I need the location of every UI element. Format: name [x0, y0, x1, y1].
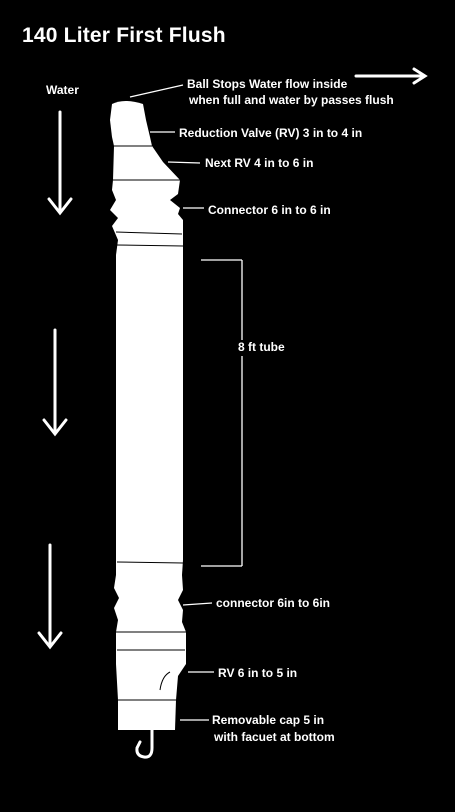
removable-cap-label: Removable cap 5 in — [212, 713, 325, 727]
reduction-valve-6-to-5 — [116, 632, 186, 700]
diagram-title: 140 Liter First Flush — [22, 24, 226, 47]
water-label: Water — [46, 83, 79, 97]
flow-arrow-bottom — [37, 543, 63, 650]
connector-bottom — [114, 575, 186, 632]
reduction-valve-3-4-label: Reduction Valve (RV) 3 in to 4 in — [179, 126, 363, 140]
main-tube — [116, 240, 183, 575]
removable-cap-label-line2: with facuet at bottom — [214, 730, 335, 744]
leader-lines — [129, 84, 214, 721]
ball-stops-label-line2: when full and water by passes flush — [189, 93, 394, 107]
flow-arrow-top — [47, 110, 73, 216]
tube-length-label: 8 ft tube — [238, 340, 285, 354]
connector-bottom-label: connector 6in to 6in — [216, 596, 331, 610]
reduction-valve-3-to-4 — [110, 120, 150, 137]
connector-top-label: Connector 6 in to 6 in — [208, 203, 331, 217]
faucet-icon — [135, 728, 154, 759]
tube-length-bracket — [201, 259, 243, 567]
flow-arrow-middle — [42, 328, 68, 437]
leader-rv-4-6 — [167, 161, 201, 164]
reduction-valve-4-to-6 — [113, 146, 180, 180]
reduction-valve-6-5-label: RV 6 in to 5 in — [218, 666, 298, 680]
pipe-assembly — [110, 101, 186, 730]
bypass-flow-arrow — [354, 67, 428, 85]
reduction-valve-4-6-label: Next RV 4 in to 6 in — [205, 156, 314, 170]
ball-inlet-pipe — [110, 101, 146, 120]
ball-stops-label: Ball Stops Water flow inside — [187, 77, 348, 91]
leader-connector-bottom — [182, 602, 213, 606]
reduction-valve-3-to-4-body — [112, 137, 152, 146]
connector-top — [110, 180, 183, 240]
removable-cap — [118, 700, 176, 730]
pipe-details — [113, 145, 186, 701]
leader-ball — [129, 84, 184, 98]
